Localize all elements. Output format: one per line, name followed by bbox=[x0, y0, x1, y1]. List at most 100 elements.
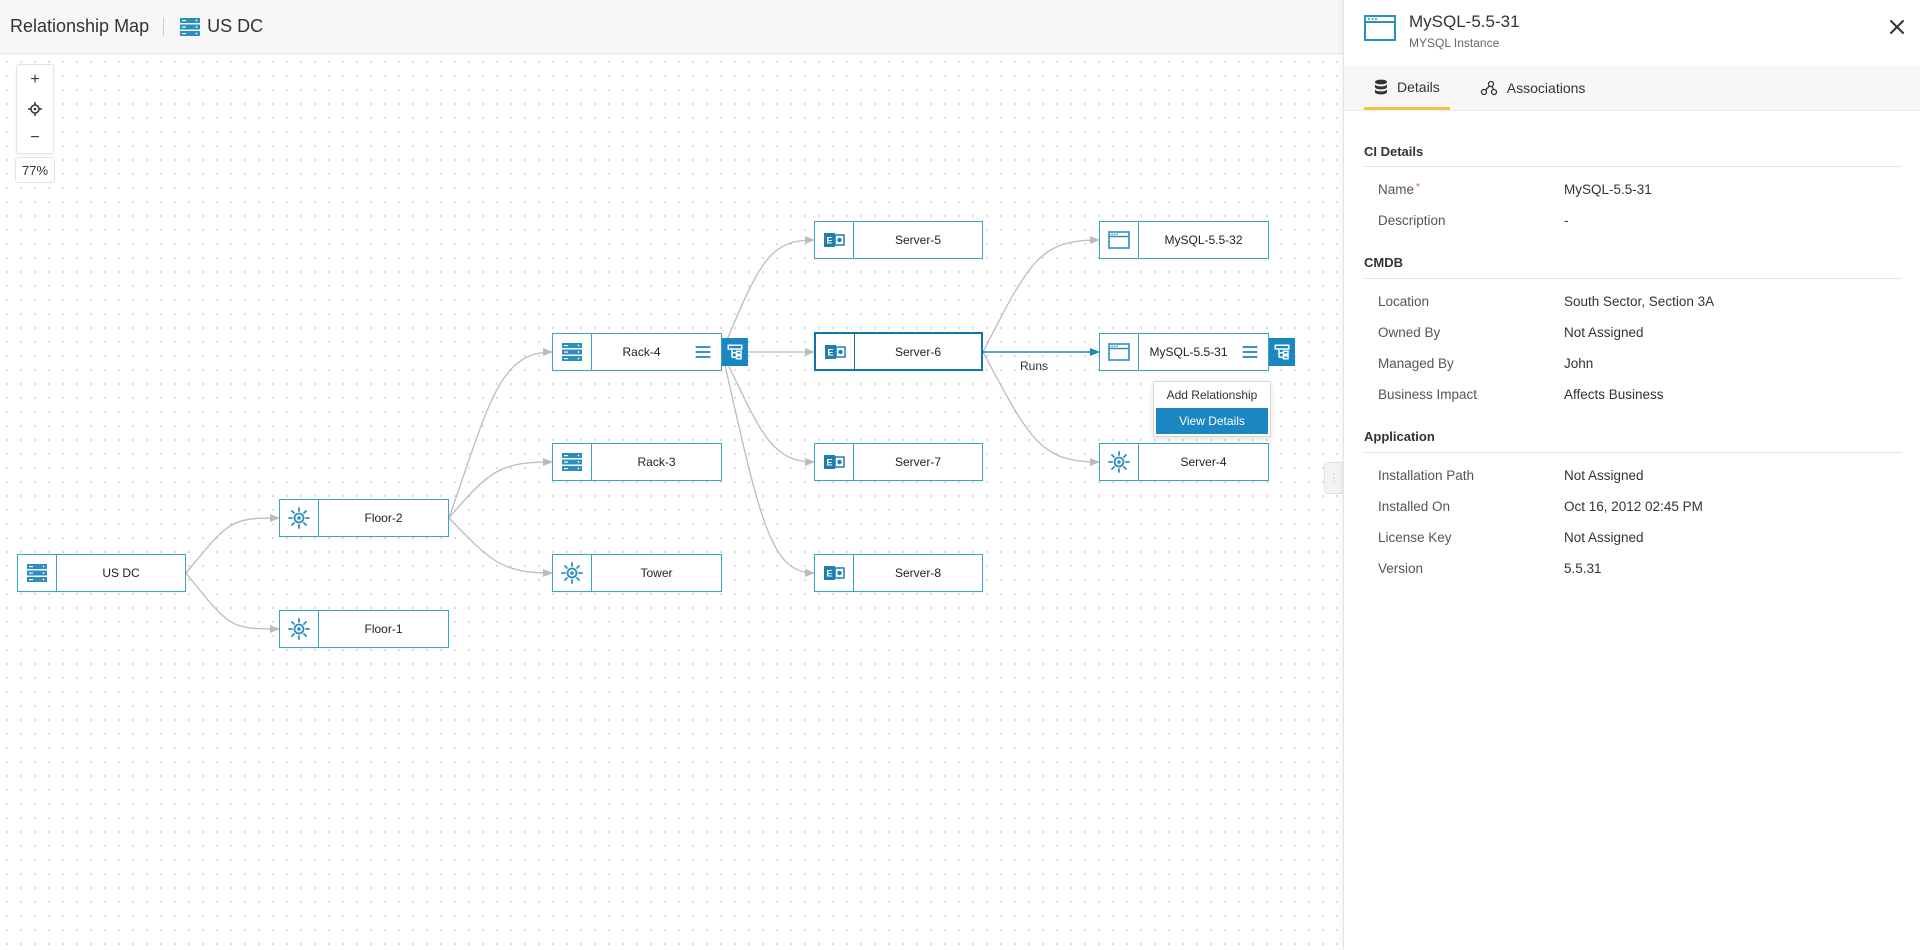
node-label: Server-5 bbox=[894, 233, 941, 247]
node-label: Server-7 bbox=[894, 455, 941, 469]
application-icon bbox=[1364, 15, 1396, 41]
floor-icon bbox=[287, 617, 311, 641]
section-heading-cmdb: CMDB bbox=[1364, 255, 1403, 270]
field-label: Installation Path bbox=[1378, 468, 1475, 483]
field-value: 5.5.31 bbox=[1564, 561, 1602, 576]
edge-rack4-server7 bbox=[721, 351, 815, 466]
tree-icon bbox=[726, 343, 744, 361]
header-divider bbox=[163, 17, 165, 36]
panel-subtitle: MYSQL Instance bbox=[1409, 36, 1500, 50]
database-icon bbox=[1375, 79, 1387, 94]
panel-title: MySQL-5.5-31 bbox=[1409, 12, 1520, 31]
field-label: Managed By bbox=[1378, 356, 1454, 371]
node-rack-3[interactable]: Rack-3 bbox=[552, 443, 722, 481]
floor-icon bbox=[560, 561, 584, 585]
relationship-canvas[interactable] bbox=[0, 55, 1343, 950]
node-label: MySQL-5.5-32 bbox=[1164, 233, 1243, 247]
server-icon bbox=[822, 561, 846, 585]
breadcrumb[interactable]: US DC bbox=[207, 16, 264, 36]
details-panel: MySQL-5.5-31 MYSQL Instance Details bbox=[1343, 0, 1920, 950]
field-value: Affects Business bbox=[1564, 387, 1664, 402]
edge-label-runs: Runs bbox=[1020, 359, 1049, 373]
node-server-7[interactable]: Server-7 bbox=[814, 443, 983, 481]
tab-label: Associations bbox=[1506, 80, 1586, 96]
field-value: Not Assigned bbox=[1564, 468, 1644, 483]
field-label: License Key bbox=[1378, 530, 1452, 545]
edge-floor2-rack4 bbox=[448, 348, 553, 519]
edge-server6-mysql32 bbox=[982, 236, 1100, 353]
edge-server6-server4 bbox=[982, 351, 1100, 466]
node-mysql-5-5-32[interactable]: MySQL-5.5-32 bbox=[1099, 221, 1269, 259]
section-divider bbox=[1364, 452, 1902, 453]
node-server-6[interactable]: Server-6 bbox=[814, 332, 983, 371]
field-label: Location bbox=[1378, 294, 1430, 309]
node-us-dc[interactable]: US DC bbox=[17, 554, 186, 592]
field-value: John bbox=[1564, 356, 1594, 371]
field-label: Business Impact bbox=[1378, 387, 1478, 402]
field-row-business-impact: Business Impact Affects Business bbox=[1378, 387, 1898, 402]
floor-icon bbox=[1107, 450, 1131, 474]
expand-relations-button[interactable] bbox=[1269, 338, 1295, 366]
node-label: Server-4 bbox=[1180, 455, 1227, 469]
node-mysql-5-5-31[interactable]: MySQL-5.5-31 bbox=[1099, 333, 1269, 371]
section-divider bbox=[1364, 166, 1902, 167]
node-rack-4[interactable]: Rack-4 bbox=[552, 333, 722, 371]
field-row-managed-by: Managed By John bbox=[1378, 356, 1898, 371]
node-floor-1[interactable]: Floor-1 bbox=[279, 610, 449, 648]
panel-collapse-handle[interactable]: ⋮ bbox=[1324, 462, 1344, 494]
edge-rack4-server5 bbox=[721, 236, 815, 353]
node-label: Floor-2 bbox=[364, 511, 403, 525]
node-label: Rack-3 bbox=[637, 455, 676, 469]
field-row-name: Name* MySQL-5.5-31 bbox=[1378, 182, 1898, 197]
field-label: Installed On bbox=[1378, 499, 1451, 514]
close-icon[interactable] bbox=[1888, 18, 1906, 36]
application-icon bbox=[1107, 340, 1131, 364]
tab-associations[interactable]: Associations bbox=[1470, 66, 1596, 110]
edge-usdc-floor2 bbox=[185, 514, 280, 574]
node-tower[interactable]: Tower bbox=[552, 554, 722, 592]
hamburger-menu-icon[interactable] bbox=[1240, 342, 1260, 362]
zoom-in-button[interactable]: + bbox=[30, 70, 40, 88]
node-label: US DC bbox=[102, 566, 140, 580]
server-icon bbox=[822, 228, 846, 252]
node-server-8[interactable]: Server-8 bbox=[814, 554, 983, 592]
field-row-description: Description - bbox=[1378, 213, 1898, 228]
crosshair-icon bbox=[28, 101, 42, 116]
edges-layer bbox=[185, 236, 1100, 633]
field-value: South Sector, Section 3A bbox=[1564, 294, 1715, 309]
field-label: Description bbox=[1378, 213, 1446, 228]
hamburger-menu-icon[interactable] bbox=[693, 342, 713, 362]
node-label: Floor-1 bbox=[364, 622, 403, 636]
node-server-5[interactable]: Server-5 bbox=[814, 221, 983, 259]
application-icon bbox=[1107, 228, 1131, 252]
node-label: Rack-4 bbox=[622, 345, 661, 359]
field-value: Oct 16, 2012 02:45 PM bbox=[1564, 499, 1703, 514]
zoom-level: 77% bbox=[15, 157, 55, 183]
associations-icon bbox=[1480, 80, 1497, 96]
field-label: Version bbox=[1378, 561, 1424, 576]
tab-details[interactable]: Details bbox=[1364, 66, 1450, 110]
field-row-location: Location South Sector, Section 3A bbox=[1378, 294, 1898, 309]
rack-icon bbox=[25, 561, 49, 585]
view-details-menu-item[interactable]: View Details bbox=[1156, 408, 1268, 434]
section-heading-ci-details: CI Details bbox=[1364, 144, 1424, 159]
node-label: MySQL-5.5-31 bbox=[1149, 345, 1228, 359]
tree-icon bbox=[1273, 343, 1291, 361]
edge-usdc-floor1 bbox=[185, 572, 280, 633]
field-row-owned-by: Owned By Not Assigned bbox=[1378, 325, 1898, 340]
field-label: Name bbox=[1378, 182, 1415, 197]
recenter-button[interactable] bbox=[17, 94, 53, 123]
field-row-version: Version 5.5.31 bbox=[1378, 561, 1898, 576]
page-title: Relationship Map bbox=[10, 16, 150, 36]
zoom-out-button[interactable]: − bbox=[30, 128, 40, 146]
add-relationship-menu-item[interactable]: Add Relationship bbox=[1166, 388, 1258, 402]
node-server-4[interactable]: Server-4 bbox=[1099, 443, 1269, 481]
field-row-license-key: License Key Not Assigned bbox=[1378, 530, 1898, 545]
edge-floor2-tower bbox=[448, 517, 553, 577]
field-value: MySQL-5.5-31 bbox=[1564, 182, 1652, 197]
expand-relations-button[interactable] bbox=[722, 338, 748, 366]
node-floor-2[interactable]: Floor-2 bbox=[279, 499, 449, 537]
zoom-controls: + − bbox=[16, 64, 54, 154]
field-row-installation-path: Installation Path Not Assigned bbox=[1378, 468, 1898, 483]
field-row-installed-on: Installed On Oct 16, 2012 02:45 PM bbox=[1378, 499, 1898, 514]
